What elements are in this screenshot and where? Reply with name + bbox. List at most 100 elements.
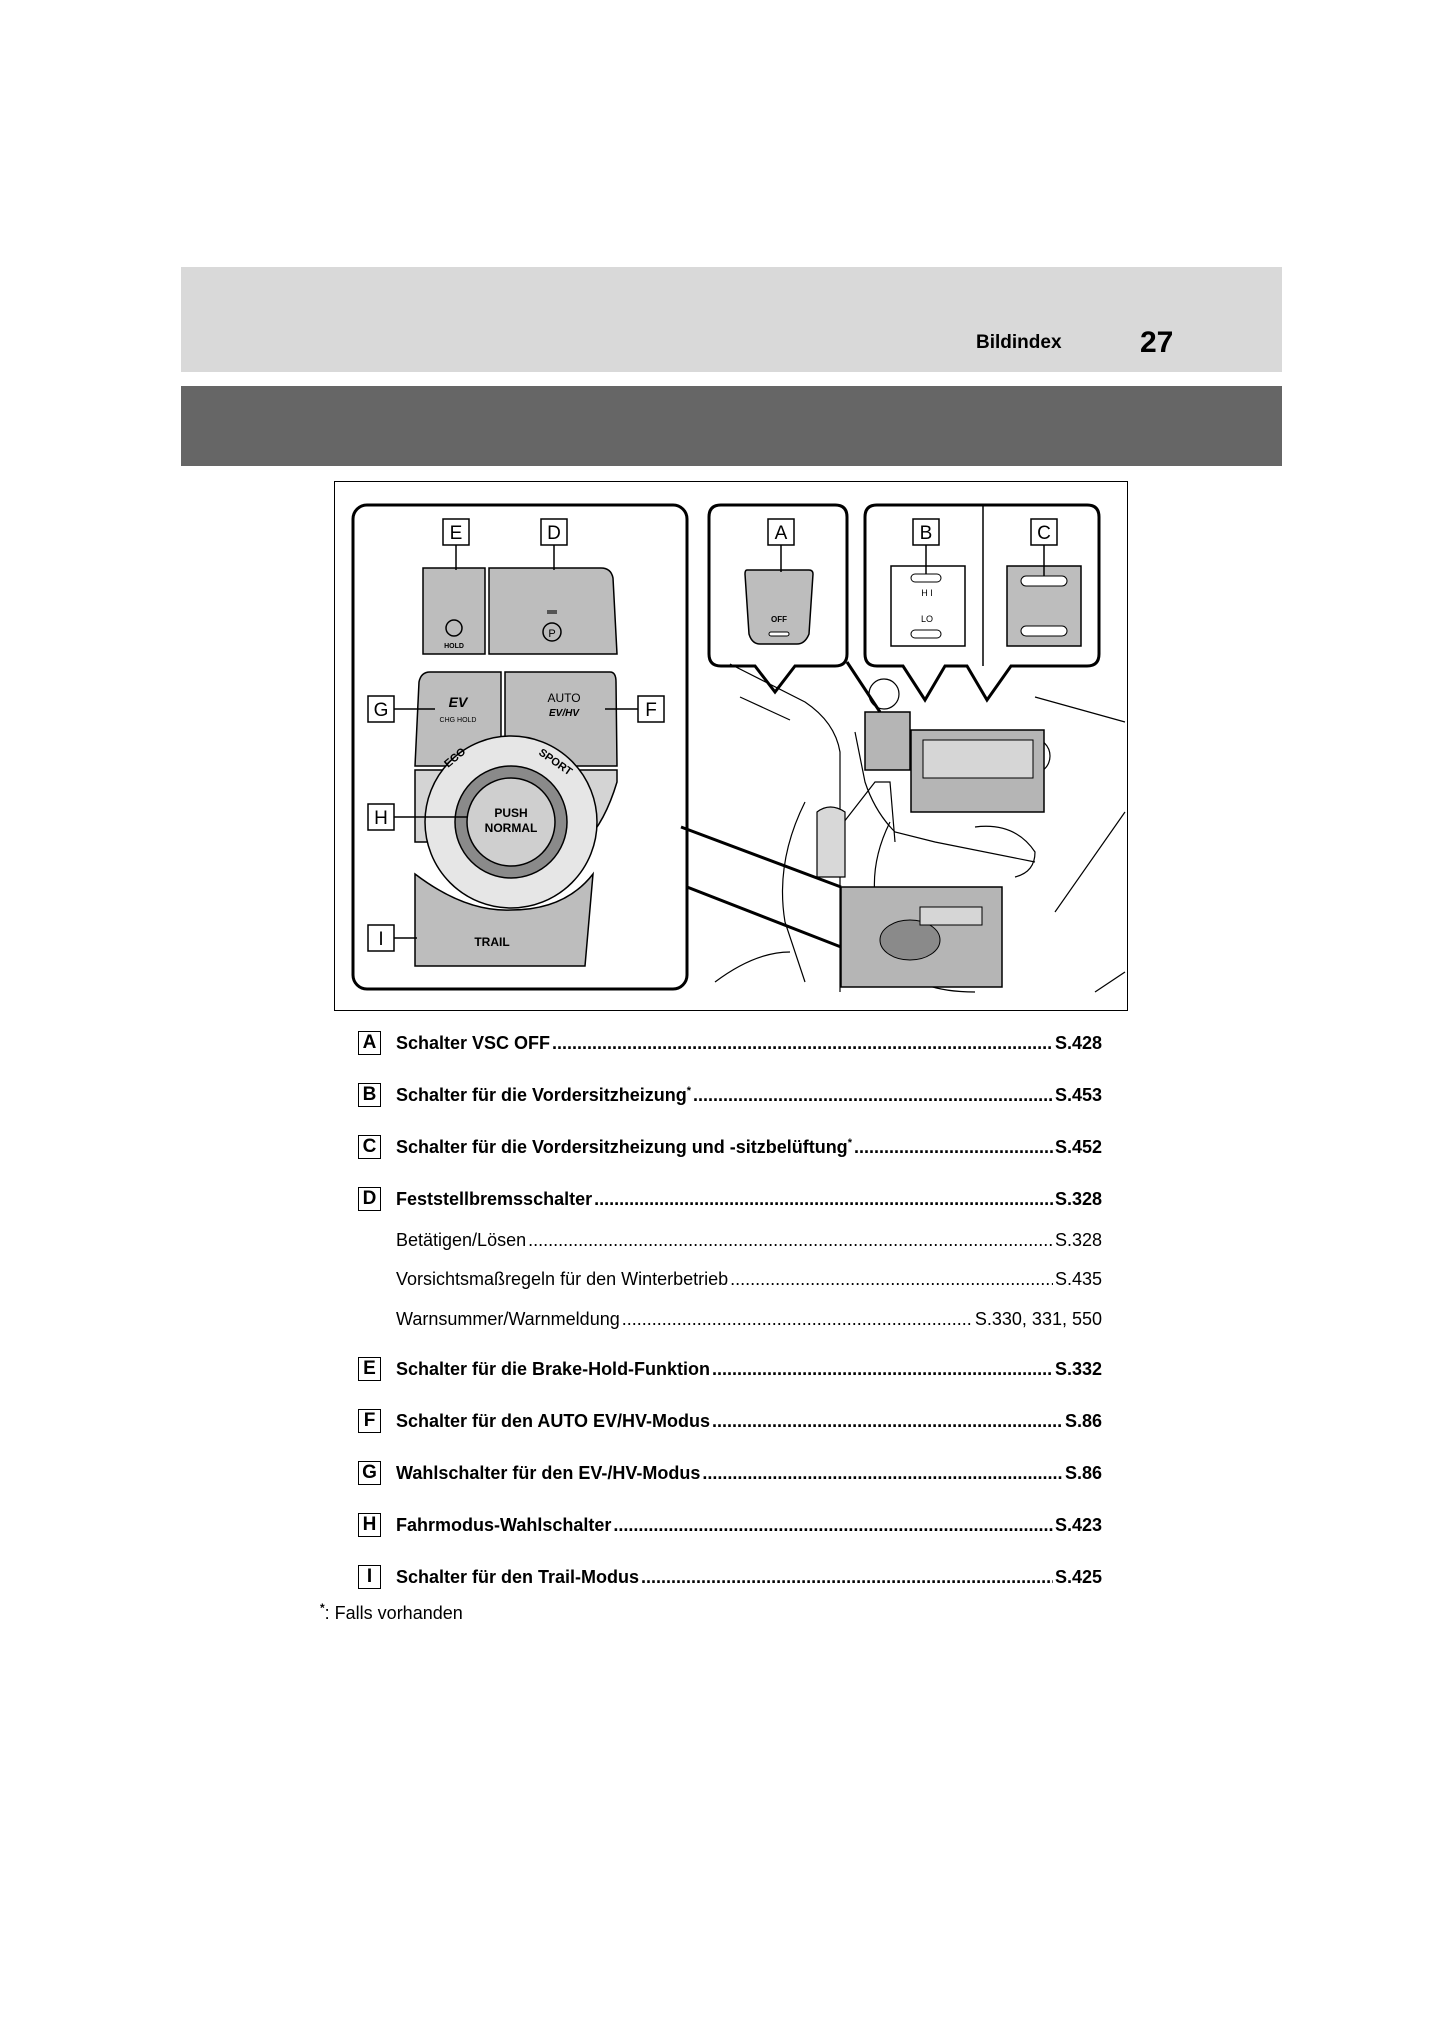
callout-box-b	[912, 518, 940, 546]
climate-panel	[922, 739, 1034, 779]
entry-letter: I	[358, 1565, 381, 1589]
trail-button	[414, 871, 594, 967]
entry-label: Schalter für den Trail-Modus	[396, 1567, 640, 1587]
entry-page-ref[interactable]: S.328	[1054, 1189, 1102, 1209]
section-title: Bildindex	[976, 332, 1062, 353]
callout-box-a	[767, 518, 795, 546]
parking-p-glyph: P	[548, 628, 555, 640]
index-entry-a: A Schalter VSC OFF S.428	[358, 1031, 1102, 1061]
callout-h: H	[374, 808, 388, 829]
entry-letter: E	[358, 1357, 381, 1381]
callout-e: E	[450, 523, 463, 544]
off-text: OFF	[771, 615, 787, 624]
entry-page-ref[interactable]: S.428	[1054, 1033, 1102, 1053]
hi-text: H I	[921, 588, 933, 598]
vsc-indicator	[768, 631, 790, 637]
heater-hi-slot	[910, 573, 942, 583]
entry-letter: A	[358, 1031, 381, 1055]
entry-label: Schalter VSC OFF	[396, 1033, 551, 1053]
entry-label: Fahrmodus-Wahlschalter	[396, 1515, 612, 1535]
entry-asterisk: *	[847, 1137, 852, 1149]
sub-entry-label: Warnsummer/Warnmeldung	[396, 1309, 620, 1329]
index-entry-i: I Schalter für den Trail-Modus S.425	[358, 1565, 1102, 1595]
sub-entry: Betätigen/Lösen S.328	[396, 1230, 1102, 1251]
callout-box-e	[442, 518, 470, 546]
index-entry-h: H Fahrmodus-Wahlschalter S.423	[358, 1513, 1102, 1543]
console-dial	[879, 919, 941, 961]
entry-label: Schalter für die Vordersitzheizung und -…	[396, 1137, 848, 1157]
index-entry-e: E Schalter für die Brake-Hold-Funktion S.…	[358, 1357, 1102, 1387]
page-number: 27	[1140, 326, 1174, 359]
entry-page-ref[interactable]: S.86	[1064, 1463, 1102, 1483]
illustration-svg: HOLD P EV CHG HOLD AUTO EV/HV PUSH NORMA…	[351, 503, 1126, 993]
callout-a: A	[775, 523, 788, 544]
push-normal-button	[466, 777, 556, 867]
entry-asterisk: *	[686, 1085, 691, 1097]
entry-page-ref[interactable]: S.86	[1064, 1411, 1102, 1431]
push-text: PUSH	[494, 806, 527, 820]
callout-box-f	[637, 695, 665, 723]
footnote: *: Falls vorhanden	[320, 1601, 463, 1624]
sub-entry: Vorsichtsmaßregeln für den Winterbetrieb…	[396, 1269, 1102, 1290]
dashboard-sketch	[714, 663, 1126, 993]
entry-letter: B	[358, 1083, 381, 1107]
entry-page-ref[interactable]: S.425	[1054, 1567, 1102, 1587]
entry-letter: C	[358, 1135, 381, 1159]
callout-box-i	[367, 924, 395, 952]
trail-text: TRAIL	[474, 935, 509, 949]
entry-label: Wahlschalter für den EV-/HV-Modus	[396, 1463, 701, 1483]
entry-page-ref[interactable]: S.332	[1054, 1359, 1102, 1379]
zoom-panel-bc	[863, 503, 1101, 703]
callout-i: I	[378, 929, 383, 950]
control-panel-illustration: HOLD P EV CHG HOLD AUTO EV/HV PUSH NORMA…	[334, 481, 1128, 1011]
entry-page-ref[interactable]: S.452	[1054, 1137, 1102, 1157]
entry-letter: H	[358, 1513, 381, 1537]
entry-label: Feststellbremsschalter	[396, 1189, 593, 1209]
entry-label: Schalter für den AUTO EV/HV-Modus	[396, 1411, 711, 1431]
brake-hold-button	[422, 567, 486, 655]
header-dark-band	[181, 386, 1282, 466]
entry-page-ref[interactable]: S.453	[1054, 1085, 1102, 1105]
hold-text: HOLD	[444, 643, 464, 650]
sub-entry-label: Betätigen/Lösen	[396, 1230, 527, 1250]
callout-c: C	[1037, 523, 1051, 544]
sub-entry-page-ref[interactable]: S.435	[1054, 1269, 1102, 1289]
callout-g: G	[374, 700, 389, 721]
heater-lo-slot	[910, 629, 942, 639]
hold-icon	[445, 619, 463, 637]
index-entry-g: G Wahlschalter für den EV-/HV-ModusS.86	[358, 1461, 1102, 1491]
index-entry-c: C Schalter für die Vordersitzheizung und…	[358, 1135, 1102, 1165]
lo-text: LO	[921, 614, 933, 624]
sub-entry-label: Vorsichtsmaßregeln für den Winterbetrieb	[396, 1269, 729, 1289]
chg-hold-text: CHG HOLD	[440, 717, 477, 724]
entry-page-ref[interactable]: S.423	[1054, 1515, 1102, 1535]
sub-entry: Warnsummer/Warnmeldung S.330, 331, 550	[396, 1309, 1102, 1330]
footnote-text: : Falls vorhanden	[324, 1603, 463, 1623]
index-entry-b: B Schalter für die Vordersitzheizung* S.4…	[358, 1083, 1102, 1113]
vsc-off-button	[744, 569, 814, 645]
pointer-console	[680, 825, 842, 949]
parking-brake-icon	[542, 622, 562, 642]
console-buttons	[919, 906, 983, 926]
entry-label: Schalter für die Brake-Hold-Funktion	[396, 1359, 711, 1379]
callout-b: B	[920, 523, 933, 544]
ev-hv-text: EV/HV	[549, 708, 580, 719]
ev-glyph: EV	[449, 694, 469, 710]
header-band	[181, 267, 1282, 372]
gear-shifter	[816, 806, 846, 878]
ventilation-slot	[1020, 625, 1068, 637]
auto-text: AUTO	[547, 691, 580, 705]
indicator-light	[547, 610, 557, 614]
sub-entry-page-ref[interactable]: S.330, 331, 550	[974, 1309, 1102, 1329]
entry-letter: D	[358, 1187, 381, 1211]
index-entry-f: F Schalter für den AUTO EV/HV-ModusS.86	[358, 1409, 1102, 1439]
callout-f: F	[645, 700, 657, 721]
index-entry-d: D Feststellbremsschalter S.328	[358, 1187, 1102, 1217]
sub-entry-page-ref[interactable]: S.328	[1054, 1230, 1102, 1250]
normal-text: NORMAL	[485, 821, 538, 835]
footnote-mark: *	[320, 1601, 325, 1615]
pointer-a	[845, 661, 882, 713]
heater-slot	[1020, 575, 1068, 587]
entry-label: Schalter für die Vordersitzheizung	[396, 1085, 687, 1105]
highlight-a	[864, 711, 911, 771]
